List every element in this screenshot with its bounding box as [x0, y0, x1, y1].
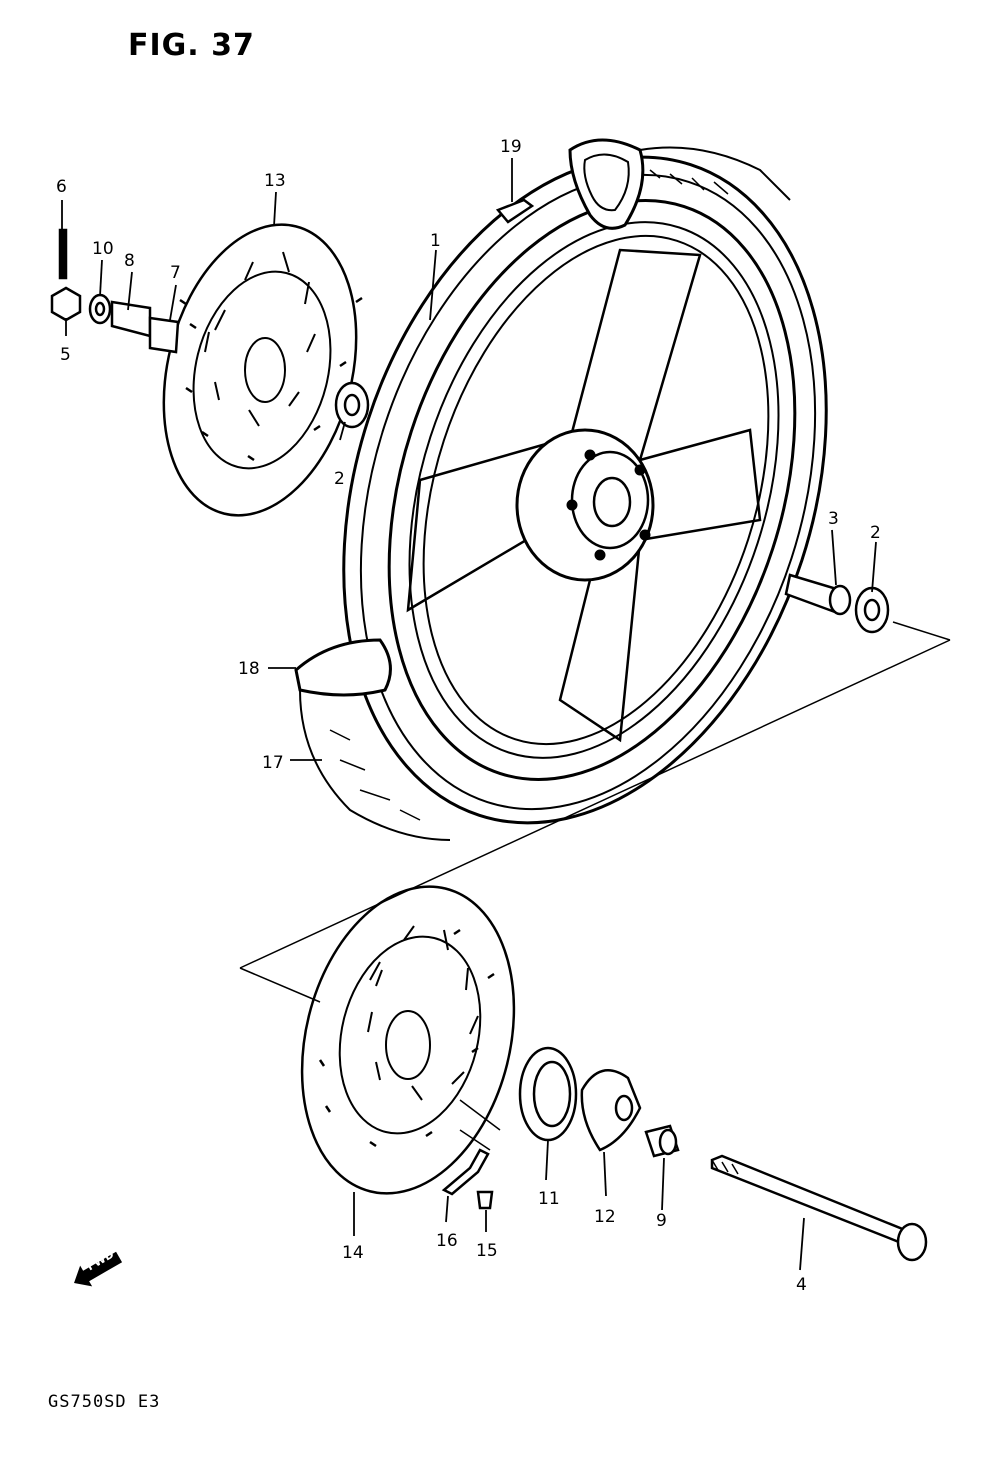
callout-8: 8: [124, 251, 135, 271]
callout-2-right: 2: [870, 523, 881, 543]
castle-nut: [50, 286, 82, 322]
tire-outer: [342, 155, 828, 825]
spoke-4: [639, 428, 762, 542]
callout-labels: 1 2 2 3 4 5 6 7 8 9 10 11 12 13 14 15 16…: [56, 137, 881, 1295]
brake-disc-lower: [300, 885, 516, 1195]
callout-4: 4: [796, 1275, 807, 1295]
callout-11: 11: [538, 1189, 560, 1209]
fwd-arrow-icon: [74, 1251, 123, 1287]
callout-5: 5: [60, 345, 71, 365]
rim-inner: [408, 221, 780, 759]
callout-6: 6: [56, 177, 67, 197]
spoke-1: [406, 438, 561, 613]
callout-1: 1: [430, 231, 441, 251]
callout-15: 15: [476, 1241, 498, 1261]
wheel-assembly: [294, 138, 828, 841]
bearing-left: [334, 381, 370, 429]
callout-10: 10: [92, 239, 114, 259]
tire-section-bottom: [294, 638, 392, 697]
rim-inner-2: [422, 234, 770, 746]
spacer: [110, 300, 152, 338]
rim-outer: [387, 199, 797, 781]
callout-3: 3: [828, 509, 839, 529]
front-axle: [710, 1154, 912, 1246]
axle-parts-upper: [50, 228, 370, 429]
lock-washer: [441, 1148, 490, 1196]
callout-16: 16: [436, 1231, 458, 1251]
collar: [148, 316, 180, 354]
bearing-right: [854, 586, 890, 634]
callout-2-upper: 2: [334, 469, 345, 489]
callout-12: 12: [594, 1207, 616, 1227]
leader-lines: [61, 158, 877, 1271]
callout-18: 18: [238, 659, 260, 679]
spoke-2: [568, 248, 702, 461]
disc-bolt: [476, 1190, 494, 1210]
callout-9: 9: [656, 1211, 667, 1231]
callout-7: 7: [170, 263, 181, 283]
balance-weight: [495, 198, 535, 224]
spoke-3: [558, 539, 642, 743]
tire-mid: [359, 173, 817, 811]
washer: [88, 293, 112, 325]
speedometer-gearbox: [580, 1069, 642, 1152]
callout-19: 19: [500, 137, 522, 157]
tire-section-top: [568, 138, 645, 230]
cotter-pin: [58, 228, 68, 280]
figure-title: FIG. 37: [128, 28, 255, 63]
axle-parts-right: [784, 573, 890, 634]
callout-13: 13: [264, 171, 286, 191]
hub-bore: [592, 476, 632, 528]
callout-14: 14: [342, 1243, 364, 1263]
hub-body: [515, 428, 655, 582]
callout-17: 17: [262, 753, 284, 773]
assembly-lines: [239, 621, 951, 1131]
model-code: GS750SD E3: [48, 1392, 161, 1412]
brake-disc-upper: [162, 223, 363, 517]
lower-parts: [441, 1046, 928, 1262]
